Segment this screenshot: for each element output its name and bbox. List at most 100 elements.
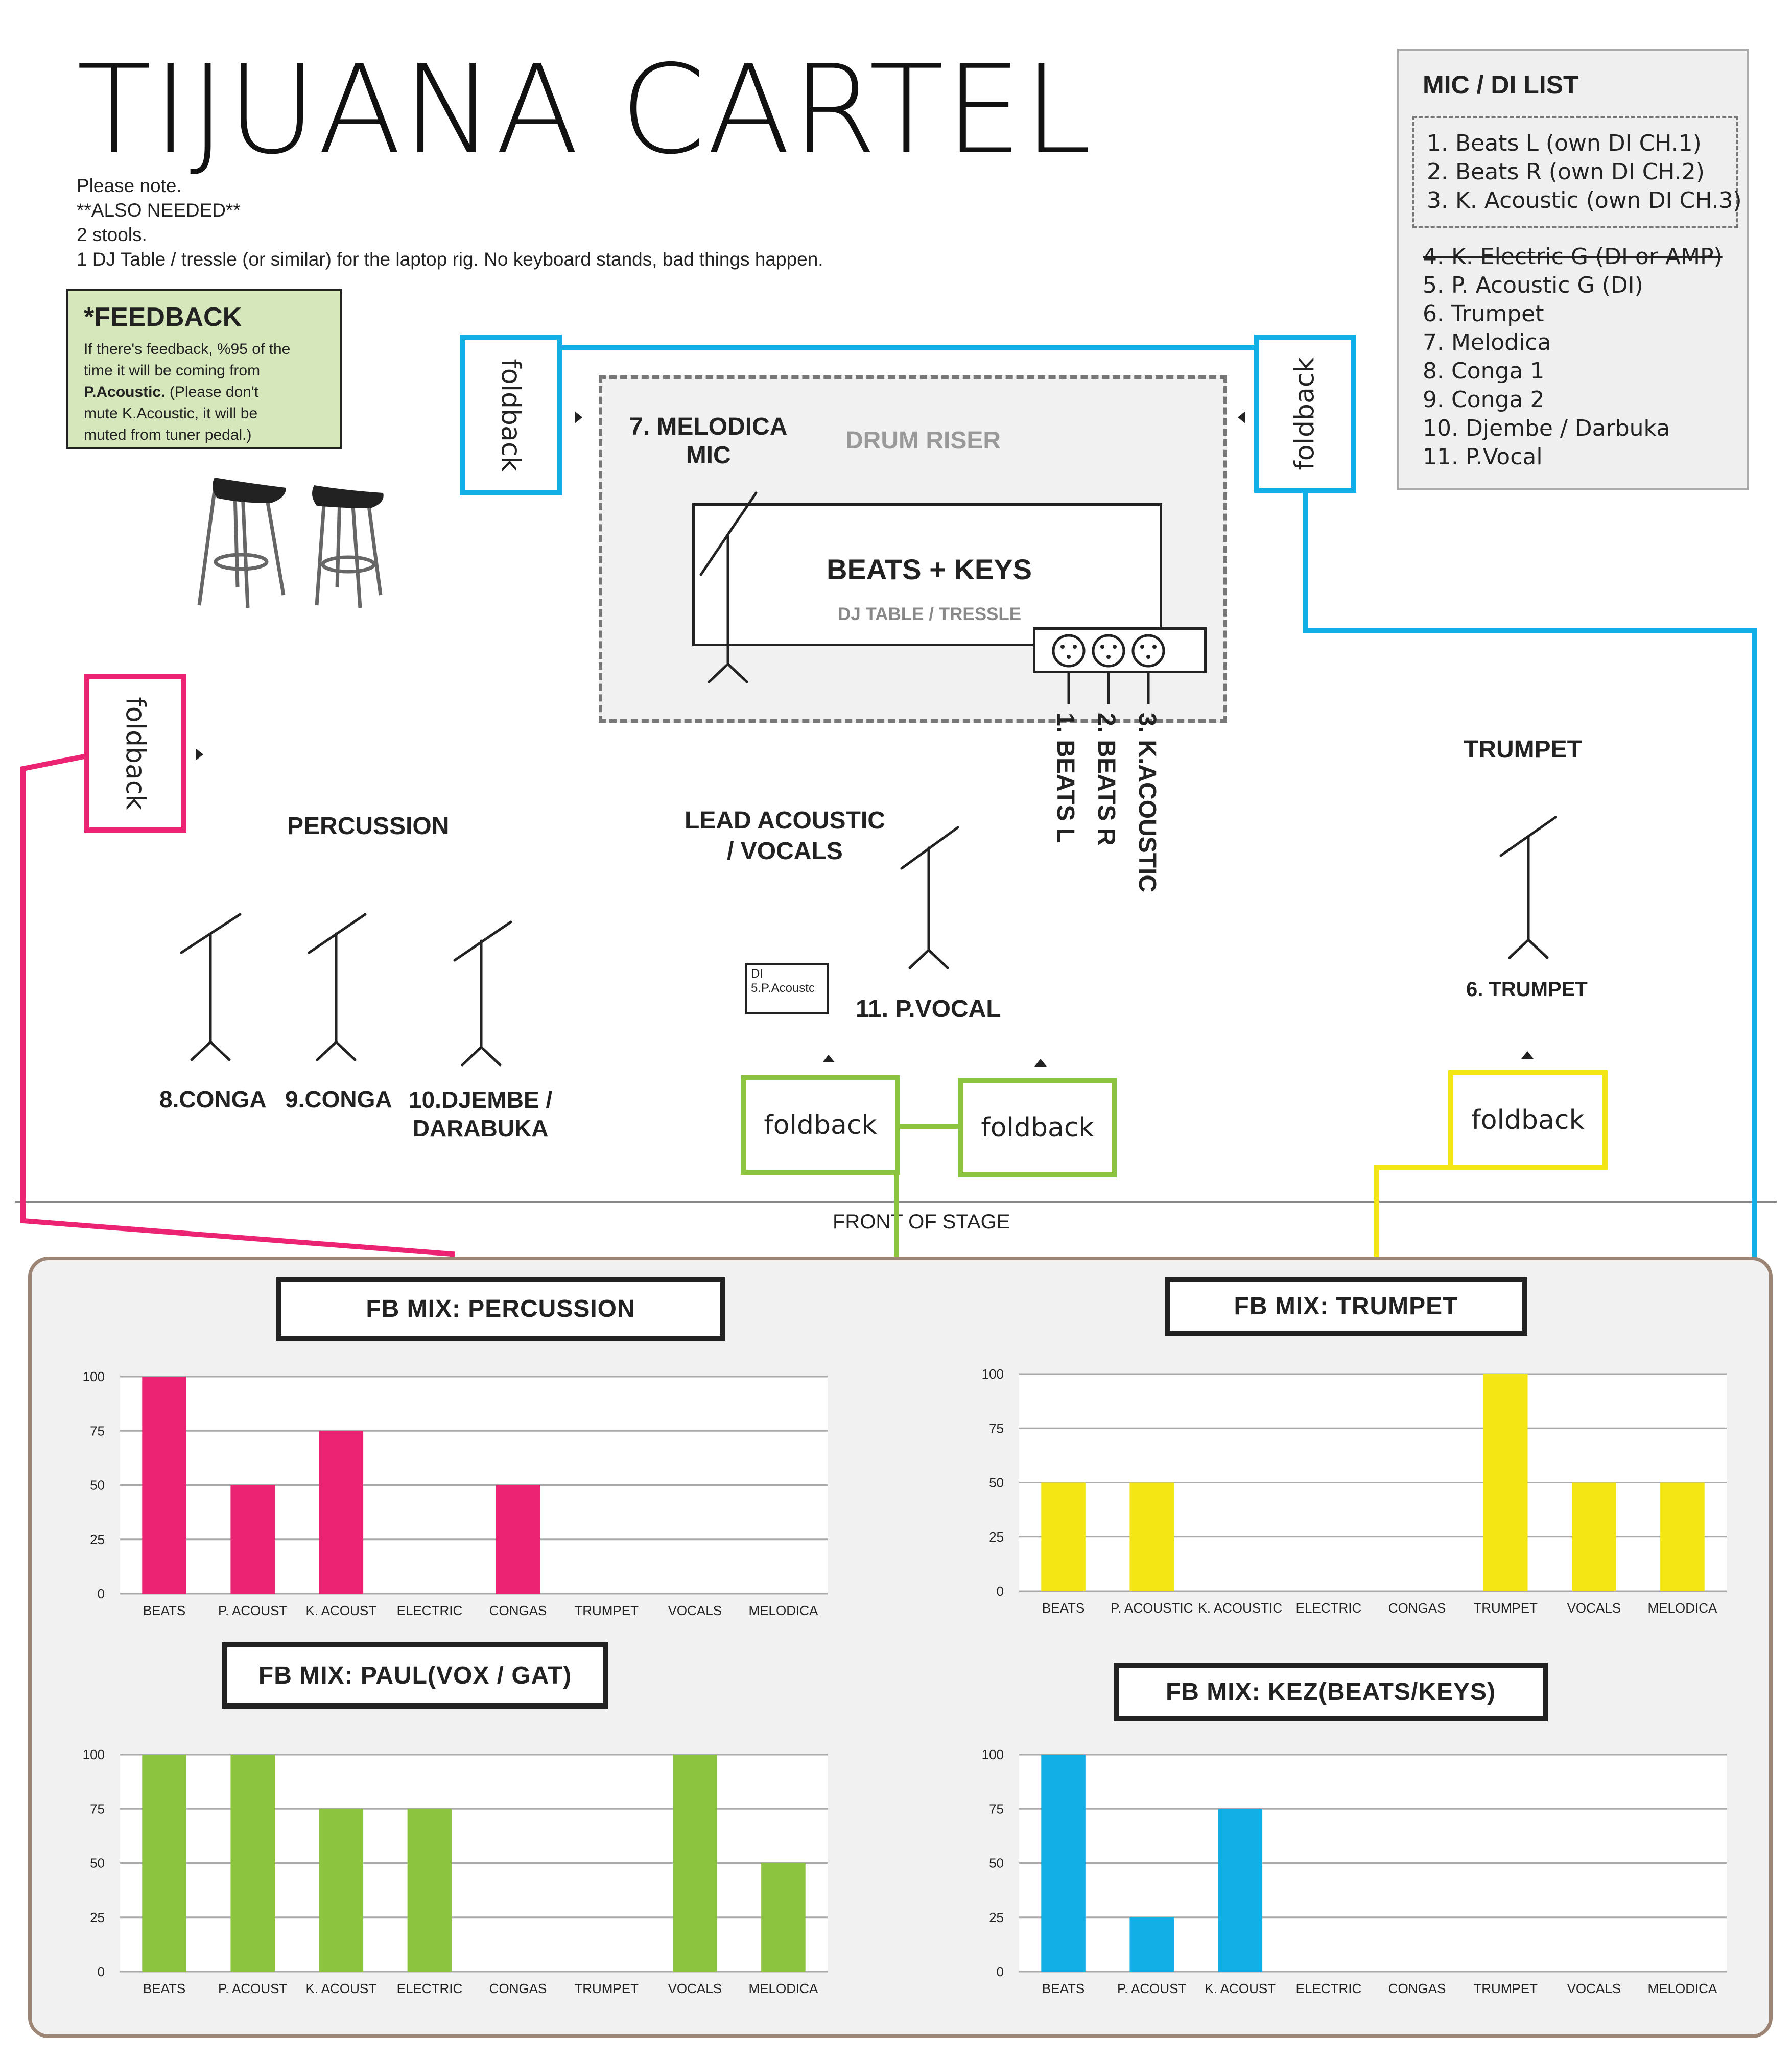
list-item-struck: 4. K. Electric G (DI or AMP) (1423, 244, 1723, 270)
y-tick-label: 50 (989, 1475, 1004, 1490)
mic-stand-icon (900, 826, 959, 969)
x-tick-label: P. ACOUST (218, 1603, 287, 1618)
x-tick-label: P. ACOUST (218, 1981, 287, 1996)
x-tick-label: BEATS (1042, 1981, 1084, 1996)
mic-stand-icon (308, 913, 367, 1061)
stool-icon (315, 498, 383, 608)
foldback-percussion: foldback (84, 674, 186, 833)
front-of-stage-label: FRONT OF STAGE (833, 1211, 1010, 1233)
x-tick-label: MELODICA (1648, 1600, 1717, 1616)
bar (1572, 1482, 1616, 1591)
bar (142, 1755, 186, 1972)
feedback-note: *FEEDBACK If there's feedback, %95 of th… (66, 289, 342, 449)
y-tick-label: 0 (98, 1964, 105, 1979)
bar (673, 1755, 717, 1972)
x-tick-label: VOCALS (668, 1603, 722, 1618)
trumpet-mic-label: 6. TRUMPET (1466, 978, 1588, 1001)
stool-icon (197, 490, 286, 608)
bar (1129, 1917, 1174, 1972)
bar (496, 1485, 540, 1594)
foldback-trumpet: foldback (1448, 1070, 1608, 1170)
pvocal-label: 11. P.VOCAL (856, 996, 1001, 1023)
x-tick-label: MELODICA (749, 1981, 818, 1996)
lead-acoustic-label: LEAD ACOUSTIC / VOCALS (685, 807, 885, 865)
x-tick-label: TRUMPET (574, 1603, 639, 1618)
notes: Please note. **ALSO NEEDED** 2 stools. 1… (77, 174, 823, 272)
dj-table-label: DJ TABLE / TRESSLE (838, 604, 1022, 624)
y-tick-label: 0 (997, 1583, 1004, 1599)
x-tick-label: ELECTRIC (1296, 1981, 1362, 1996)
y-tick-label: 75 (90, 1801, 105, 1816)
bar (761, 1863, 806, 1972)
mic-stand-icon (699, 491, 758, 683)
list-item: 11. P.Vocal (1423, 444, 1543, 470)
x-tick-label: BEATS (143, 1981, 185, 1996)
x-tick-label: MELODICA (749, 1603, 818, 1618)
percussion-label: PERCUSSION (287, 813, 450, 840)
mic-di-list: MIC / DI LIST 1. Beats L (own DI CH.1) 2… (1397, 49, 1749, 490)
x-tick-label: K. ACOUST (305, 1603, 376, 1618)
mic-stand-icon (180, 913, 242, 1061)
mic-stand-icon (1499, 816, 1557, 959)
x-tick-label: BEATS (1042, 1600, 1084, 1616)
bar (230, 1485, 275, 1594)
x-tick-label: MELODICA (1648, 1981, 1717, 1996)
y-tick-label: 50 (989, 1856, 1004, 1871)
x-tick-label: K. ACOUSTIC (1198, 1600, 1282, 1616)
bar (1041, 1755, 1086, 1972)
dj-table (692, 503, 1162, 646)
x-tick-label: CONGAS (1388, 1600, 1446, 1616)
bar (319, 1809, 364, 1972)
foldback-beats-keys: foldback (1254, 335, 1356, 493)
list-item: 2. Beats R (own DI CH.2) (1427, 159, 1705, 185)
di-channel-beats-l: 1. BEATS L (1052, 713, 1079, 843)
conga2-label: 9.CONGA (285, 1086, 392, 1112)
di-box-p-acoustic: DI 5.P.Acoustc (745, 963, 829, 1014)
y-tick-label: 75 (989, 1420, 1004, 1436)
foldback-lead-2: foldback (958, 1078, 1117, 1177)
bar (1483, 1374, 1528, 1591)
x-tick-label: ELECTRIC (397, 1981, 463, 1996)
x-tick-label: ELECTRIC (1296, 1600, 1362, 1616)
note-line: Please note. (77, 175, 182, 196)
note-line: 1 DJ Table / tressle (or similar) for th… (77, 249, 823, 270)
list-item: 9. Conga 2 (1423, 387, 1545, 413)
x-tick-label: TRUMPET (1473, 1600, 1538, 1616)
y-tick-label: 0 (98, 1586, 105, 1601)
own-di-group: 1. Beats L (own DI CH.1) 2. Beats R (own… (1412, 116, 1742, 228)
x-tick-label: VOCALS (1567, 1981, 1621, 1996)
page-title: TIJUANA CARTEL (77, 38, 1093, 181)
y-tick-label: 25 (989, 1910, 1004, 1925)
x-tick-label: TRUMPET (574, 1981, 639, 1996)
fb-mix-title-kez: FB MIX: KEZ(BEATS/KEYS) (1114, 1663, 1548, 1721)
x-tick-label: CONGAS (489, 1603, 547, 1618)
bar (1660, 1482, 1705, 1591)
x-tick-label: BEATS (143, 1603, 185, 1618)
y-tick-label: 100 (982, 1747, 1004, 1762)
list-item: 10. Djembe / Darbuka (1423, 415, 1670, 441)
melodica-mic-label: 7. MELODICA MIC (629, 413, 788, 469)
mic-stands (15, 411, 1777, 1203)
x-tick-label: CONGAS (489, 1981, 547, 1996)
x-tick-label: TRUMPET (1473, 1981, 1538, 1996)
trumpet-label: TRUMPET (1464, 736, 1582, 763)
bar (407, 1809, 452, 1972)
y-tick-label: 100 (83, 1747, 105, 1762)
bar (1041, 1482, 1086, 1591)
stool-seat (312, 485, 384, 508)
bar (1218, 1809, 1263, 1972)
di-channel-k-acoustic: 3. K.ACOUSTIC (1134, 713, 1161, 893)
conga1-label: 8.CONGA (159, 1086, 267, 1112)
xlr-connectors (1052, 634, 1165, 704)
x-tick-label: P. ACOUST (1117, 1981, 1186, 1996)
foldback-lead-1: foldback (741, 1075, 900, 1175)
x-tick-label: CONGAS (1388, 1981, 1446, 1996)
bar (1129, 1482, 1174, 1591)
y-tick-label: 50 (90, 1856, 105, 1871)
y-tick-label: 100 (83, 1369, 105, 1384)
list-item: 8. Conga 1 (1423, 358, 1545, 384)
list-item: 5. P. Acoustic G (DI) (1423, 272, 1643, 298)
drum-riser-label: DRUM RISER (845, 427, 1001, 454)
